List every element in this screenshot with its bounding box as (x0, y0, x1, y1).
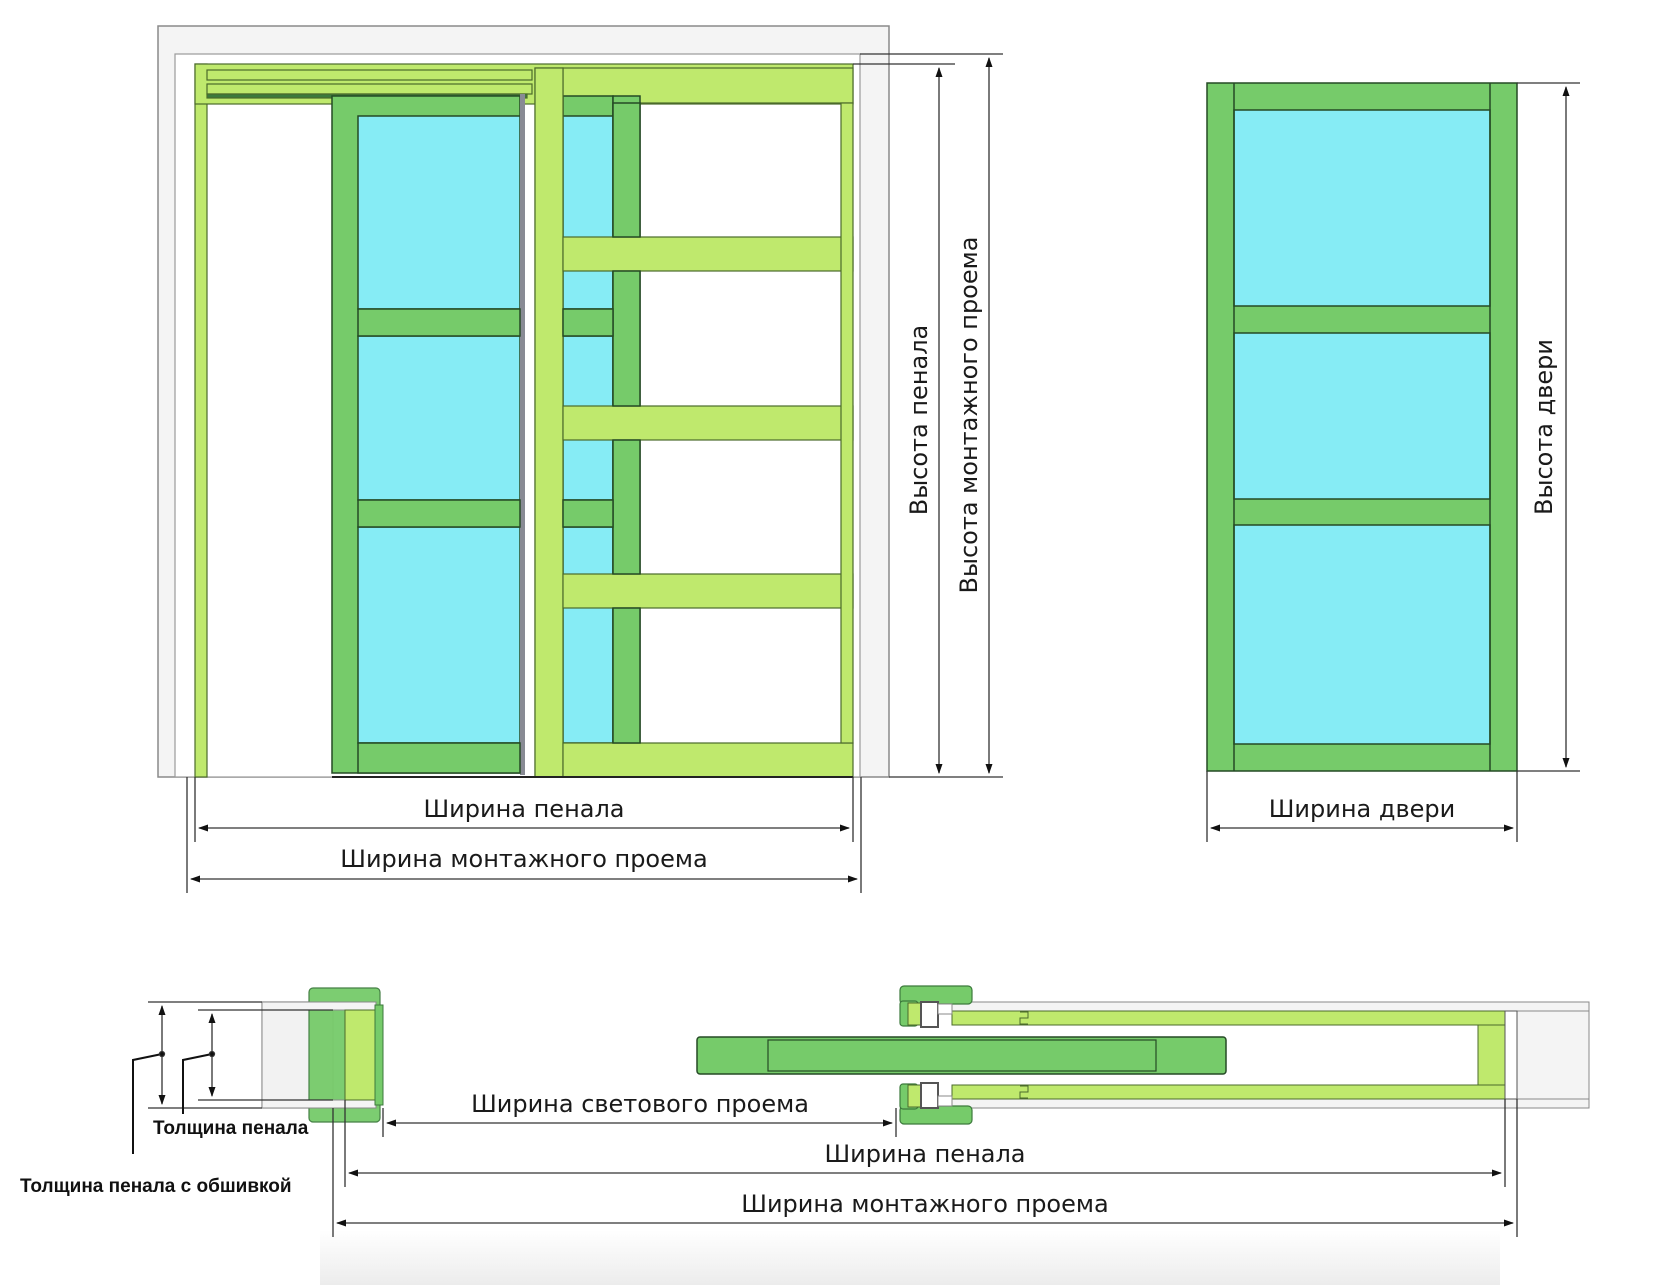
height-dimensions (853, 53, 1003, 778)
door-rail (357, 499, 521, 528)
door-bottom-rail (357, 742, 521, 774)
door-rail-segment (562, 308, 614, 337)
plan-door-leaf (696, 1036, 1227, 1075)
plan-dimensions (332, 1099, 1518, 1237)
clear-opening-width-label: Ширина светового проема (471, 1090, 809, 1118)
front-view: Высота пенала Высота монтажного проема Ш… (157, 25, 1003, 893)
door-view: Высота двери Ширина двери (1206, 82, 1580, 842)
width-dimensions (186, 777, 862, 893)
door-dimensions (1206, 82, 1580, 842)
plan-left-wall (261, 987, 384, 1123)
plan-cassette-width-label: Ширина пенала (824, 1140, 1025, 1168)
jamb-profile-bottom (899, 1082, 973, 1125)
plan-cassette (951, 1001, 1590, 1109)
cassette-width-label: Ширина пенала (423, 795, 624, 823)
door-rail (357, 308, 521, 337)
plan-view: Толщина пенала Толщина пенала с обшивкой (20, 985, 1590, 1237)
door-width-label: Ширина двери (1269, 795, 1455, 823)
door-rail-segment (562, 499, 614, 528)
cassette-thickness-clad-label: Толщина пенала с обшивкой (20, 1176, 292, 1197)
opening-height-label: Высота монтажного проема (955, 237, 983, 594)
jamb-profile-top (899, 985, 973, 1028)
plan-opening-width-label: Ширина монтажного проема (741, 1190, 1108, 1218)
door-height-label: Высота двери (1530, 339, 1558, 515)
thickness-dimensions (132, 1001, 333, 1154)
door-edge-handle (520, 94, 525, 775)
cassette-height-label: Высота пенала (905, 325, 933, 516)
bottom-shadow (320, 1230, 1500, 1285)
cassette-thickness-label: Толщина пенала (153, 1118, 309, 1139)
door-stile-segments (612, 102, 641, 744)
cassette-crossbars (562, 102, 854, 778)
cassette-stud (534, 67, 564, 778)
door-leaf (1206, 82, 1518, 772)
opening-width-label: Ширина монтажного проема (340, 845, 707, 873)
